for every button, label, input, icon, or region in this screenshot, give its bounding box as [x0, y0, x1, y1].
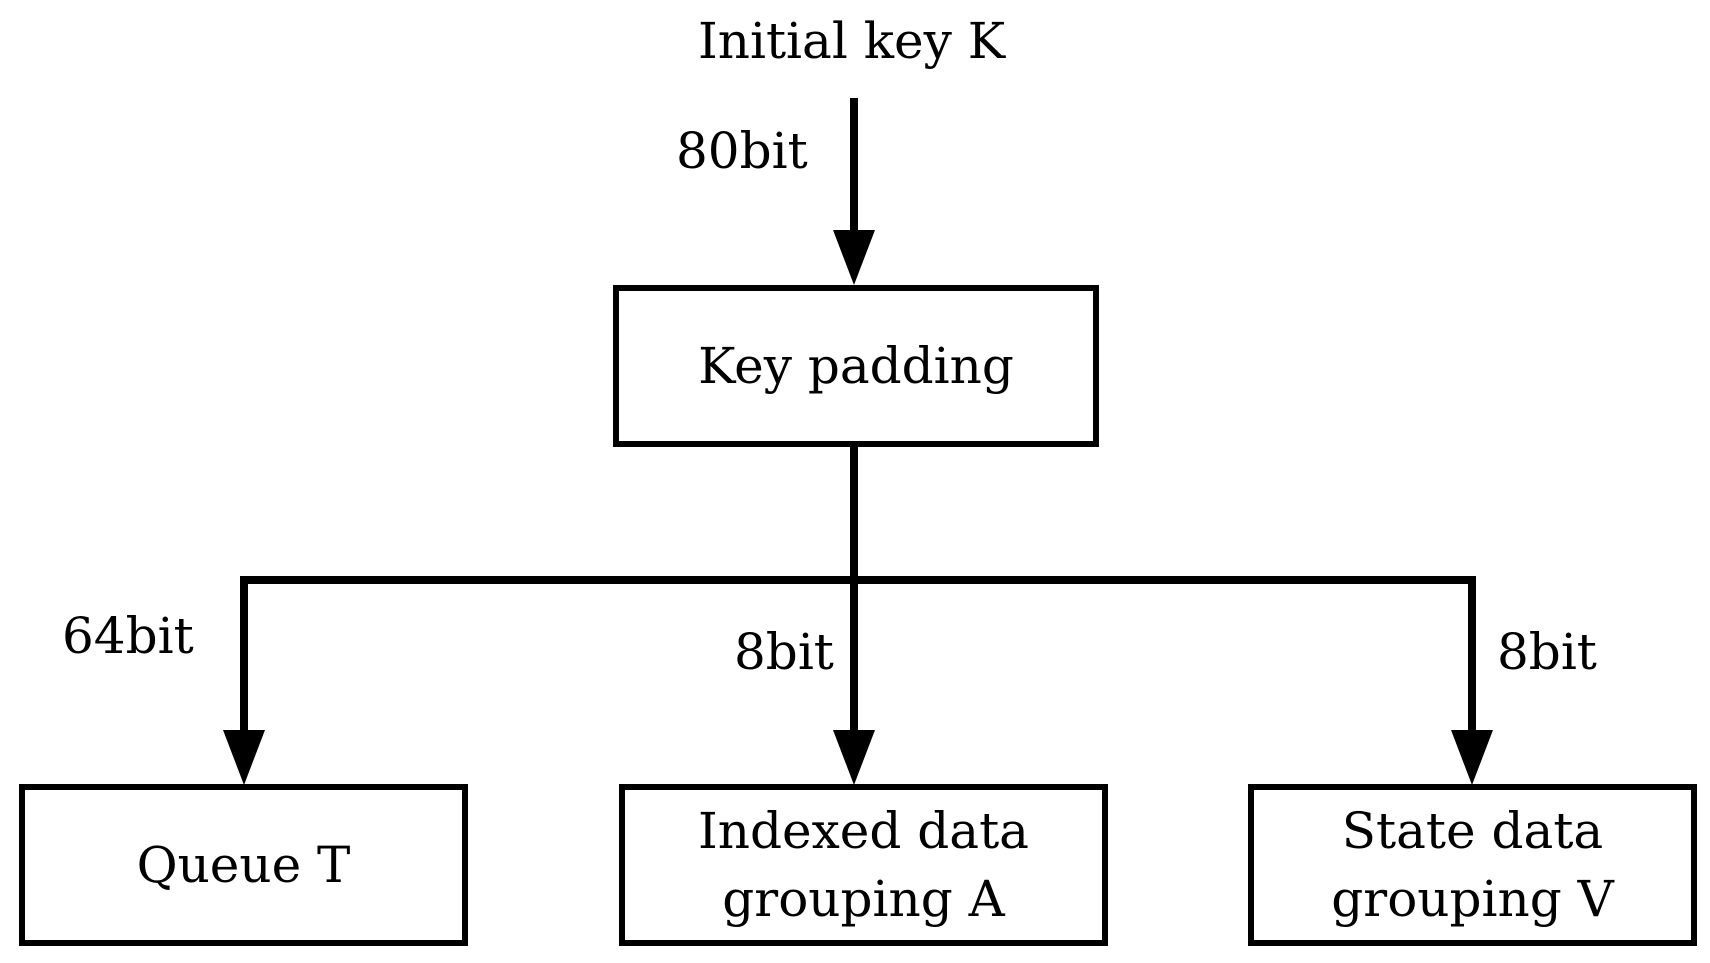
- arrowhead-left: [223, 730, 265, 785]
- arrowhead-right: [1451, 730, 1493, 785]
- input-arrowhead: [833, 230, 875, 285]
- queue-t-box: Queue T: [19, 784, 468, 946]
- state-data-grouping-label: State data grouping V: [1331, 802, 1614, 928]
- key-padding-label: Key padding: [698, 337, 1014, 395]
- branch-bits-left: 64bit: [62, 607, 194, 665]
- branch-bits-middle: 8bit: [734, 623, 834, 681]
- input-label: Initial key K: [698, 12, 1006, 70]
- queue-t-label: Queue T: [136, 836, 351, 894]
- indexed-data-grouping-label: Indexed data grouping A: [698, 802, 1029, 928]
- arrowhead-middle: [833, 730, 875, 785]
- input-bits-label: 80bit: [676, 122, 808, 180]
- key-padding-box: Key padding: [613, 285, 1099, 447]
- indexed-data-grouping-box: Indexed data grouping A: [619, 784, 1108, 946]
- branch-bits-right: 8bit: [1497, 623, 1597, 681]
- state-data-grouping-box: State data grouping V: [1248, 784, 1697, 946]
